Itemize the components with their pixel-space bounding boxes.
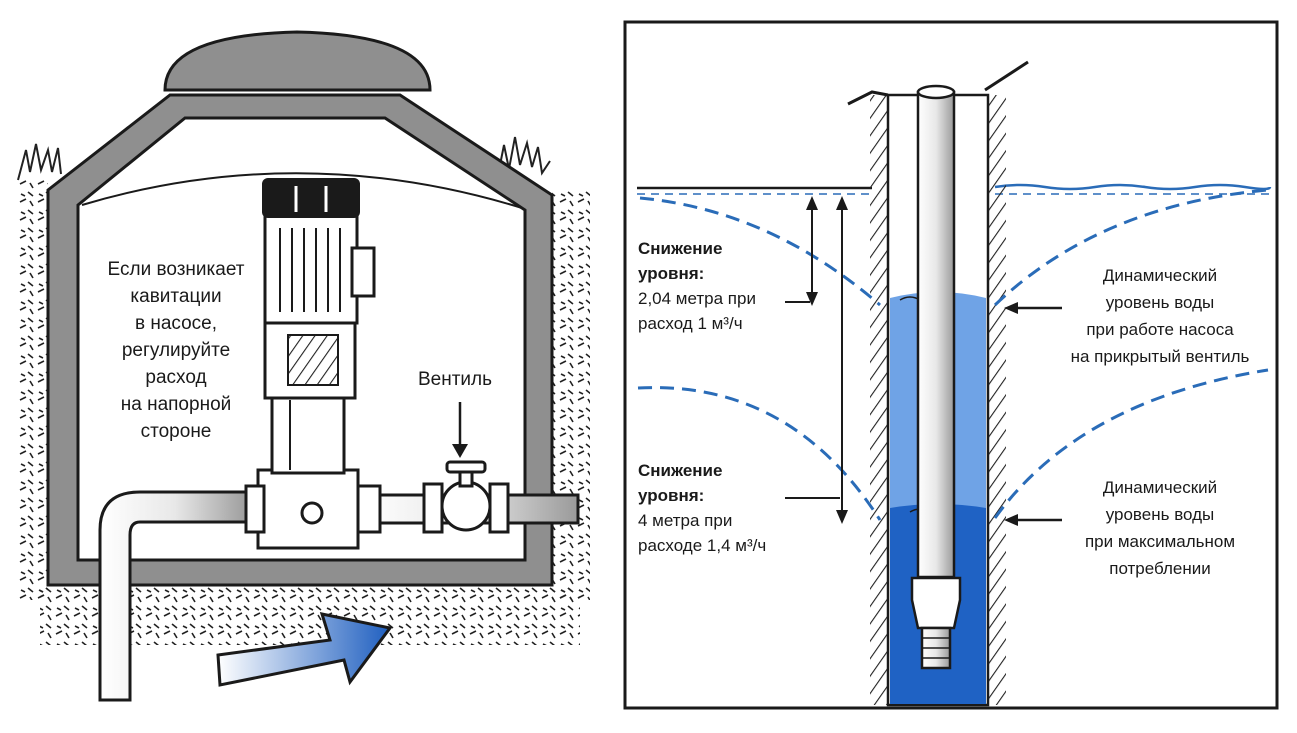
cavitation-note-line: расход: [145, 367, 207, 388]
borehole-wall-right: [988, 95, 1006, 705]
cone-2-right: [993, 368, 1269, 519]
dynamic-level-2-line: Динамический: [1102, 478, 1218, 497]
drawdown-2-title: Снижение: [638, 461, 723, 480]
drawdown-measure-1: [785, 196, 818, 306]
valve-body: [440, 480, 492, 532]
pump-column: [270, 393, 346, 475]
borehole-wall-left: [870, 95, 888, 705]
drawdown-1-title: Снижение: [638, 239, 723, 258]
drawdown-1-label: Снижение уровня: 2,04 метра при расход 1…: [638, 236, 756, 336]
soil-right: [552, 190, 590, 600]
grass-right: [497, 136, 551, 176]
dynamic-level-2-line: при максимальном: [1084, 532, 1236, 551]
submersible-pump: [910, 576, 962, 630]
drawdown-2-text: 4 метра при: [638, 511, 733, 530]
riser-pipe: [916, 90, 956, 579]
drawdown-measure-2: [785, 196, 848, 524]
motor-cap: [262, 178, 360, 218]
pump-chamber-illustration: [17, 30, 590, 702]
soil-left: [18, 180, 48, 600]
dynamic-level-2-label: Динамический уровень воды при максимальн…: [1050, 474, 1270, 582]
cavitation-note-line: регулируйте: [121, 340, 231, 361]
cavitation-note: Если возникает кавитации в насосе, регул…: [86, 256, 266, 445]
dynamic-level-1-line: уровень воды: [1105, 293, 1215, 312]
dynamic-level-2-line: уровень воды: [1105, 505, 1215, 524]
grass-left: [17, 143, 62, 181]
terminal-box: [350, 246, 376, 298]
borehole-illustration: [623, 20, 1279, 710]
drawdown-1-text: 2,04 метра при: [638, 289, 756, 308]
cone-2-left: [637, 386, 882, 521]
flow-arrow: [216, 612, 393, 687]
cone-1-right: [993, 188, 1269, 307]
drawdown-1-text: расход 1 м³/ч: [638, 314, 743, 333]
cavitation-note-line: в насосе,: [134, 313, 218, 334]
drawdown-1-title: уровня:: [638, 264, 705, 283]
dynamic-level-1-line: Динамический: [1102, 266, 1218, 285]
drawdown-2-text: расходе 1,4 м³/ч: [638, 536, 767, 555]
cavitation-note-line: стороне: [140, 421, 212, 442]
cavitation-note-line: на напорной: [120, 394, 232, 415]
drawdown-2-title: уровня:: [638, 486, 705, 505]
valve-label: Вентиль: [418, 369, 493, 390]
cavitation-note-line: кавитации: [130, 286, 222, 307]
valve-handle: [445, 460, 487, 474]
cone-1-left: [639, 196, 881, 307]
dynamic-level-1-line: при работе насоса: [1086, 320, 1234, 339]
cavitation-note-line: Если возникает: [107, 259, 245, 280]
chamber-lid: [163, 30, 432, 92]
dynamic-level-2-line: потреблении: [1109, 559, 1211, 578]
dynamic-level-1-label: Динамический уровень воды при работе нас…: [1050, 262, 1270, 370]
dynamic-level-1-line: на прикрытый вентиль: [1070, 347, 1250, 366]
drawdown-2-label: Снижение уровня: 4 метра при расходе 1,4…: [638, 458, 766, 558]
static-level-right: [994, 183, 1272, 191]
pump-motor: [263, 213, 359, 325]
